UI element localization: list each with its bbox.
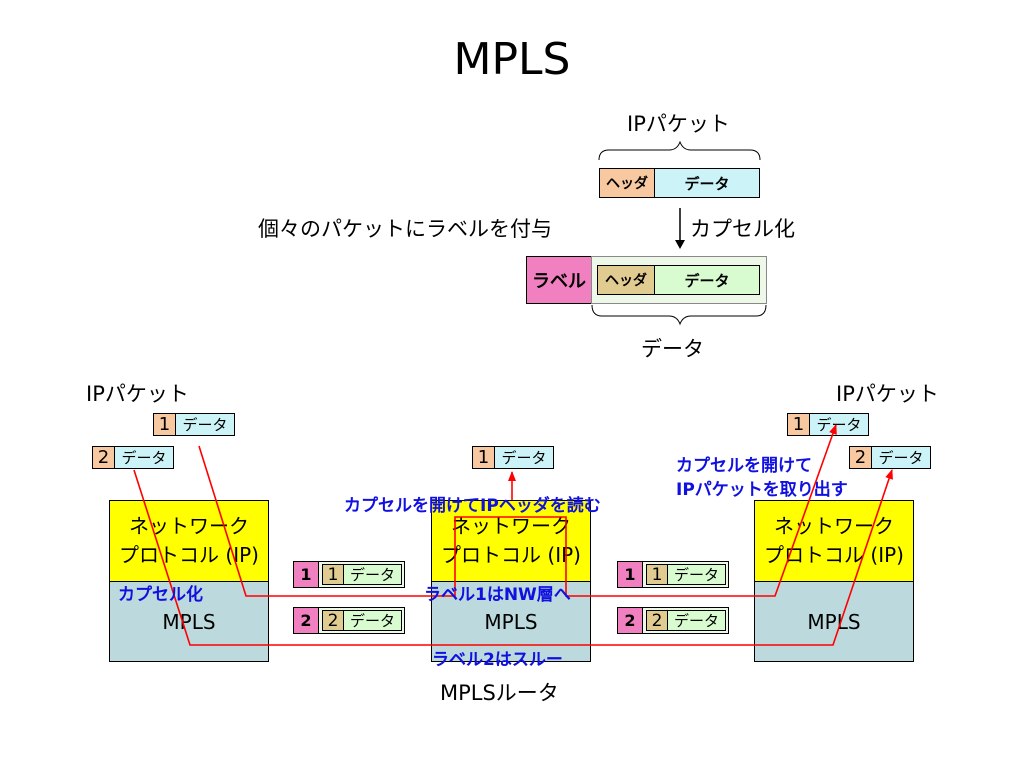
label-cell: ラベル — [526, 256, 592, 304]
packet-1-right-num: 1 — [787, 413, 810, 436]
annot-label2: ラベル2はスルー — [432, 650, 563, 670]
data-brace — [591, 304, 767, 326]
labeled-packet-1-a-label: 1 — [293, 561, 319, 588]
encap-label: カプセル化 — [690, 217, 795, 241]
right-ip-packet-label: IPパケット — [836, 382, 939, 406]
inner-data-cell: データ — [654, 265, 760, 295]
router-right-top-line1: ネットワーク — [774, 514, 894, 538]
labeled-packet-2-b-label: 2 — [617, 607, 643, 634]
packet-2-left-data: データ — [114, 446, 174, 469]
labeled-packet-1-b-data: データ — [667, 564, 726, 585]
caption-add-label: 個々のパケットにラベルを付与 — [258, 217, 552, 241]
annot-open-take-line1: カプセルを開けて — [676, 456, 812, 476]
annot-label1: ラベル1はNW層へ — [424, 585, 571, 605]
annot-open-take-line2: IPパケットを取り出す — [676, 480, 848, 500]
ip-packet-label: IPパケット — [627, 112, 730, 136]
router-middle: ネットワーク プロトコル (IP) MPLS — [431, 500, 591, 662]
labeled-packet-2-b-data: データ — [667, 610, 726, 631]
router-middle-top-line2: プロトコル (IP) — [441, 543, 581, 567]
page-title: MPLS — [453, 34, 571, 85]
router-middle-top-line1: ネットワーク — [451, 514, 571, 538]
ip-packet-brace — [598, 140, 761, 161]
labeled-packet-1-b-num: 1 — [646, 564, 668, 585]
packet-1-mid-data: データ — [494, 446, 554, 469]
router-caption: MPLSルータ — [440, 681, 559, 705]
annot-encap: カプセル化 — [118, 585, 203, 605]
labeled-packet-1-a-data: データ — [343, 564, 402, 585]
packet-1-path — [198, 424, 837, 597]
labeled-packet-2-a-data: データ — [343, 610, 402, 631]
ip-data-cell: データ — [654, 168, 760, 198]
encap-arrow-head — [675, 240, 685, 249]
router-right-ip-layer: ネットワーク プロトコル (IP) — [755, 501, 913, 582]
packet-1-mid-num: 1 — [472, 446, 495, 469]
router-left: ネットワーク プロトコル (IP) MPLS — [109, 500, 269, 662]
router-left-mpls-layer: MPLS — [110, 582, 268, 661]
data-brace-label: データ — [641, 337, 704, 361]
packet-1-right-data: データ — [809, 413, 869, 436]
labeled-packet-2-a-label: 2 — [293, 607, 319, 634]
packet-2-right-data: データ — [871, 446, 931, 469]
inner-header-cell: ヘッダ — [597, 265, 655, 295]
router-left-ip-layer: ネットワーク プロトコル (IP) — [110, 501, 268, 582]
router-middle-ip-layer: ネットワーク プロトコル (IP) — [432, 501, 590, 582]
router-right: ネットワーク プロトコル (IP) MPLS — [754, 500, 914, 662]
left-ip-packet-label: IPパケット — [86, 382, 189, 406]
labeled-packet-1-b-label: 1 — [617, 561, 643, 588]
packet-2-path — [133, 469, 893, 646]
packet-1-left-data: データ — [175, 413, 235, 436]
router-middle-mpls-layer: MPLS — [432, 582, 590, 661]
router-right-mpls-layer: MPLS — [755, 582, 913, 661]
annot-open-read: カプセルを開けてIPヘッダを読む — [344, 496, 601, 516]
